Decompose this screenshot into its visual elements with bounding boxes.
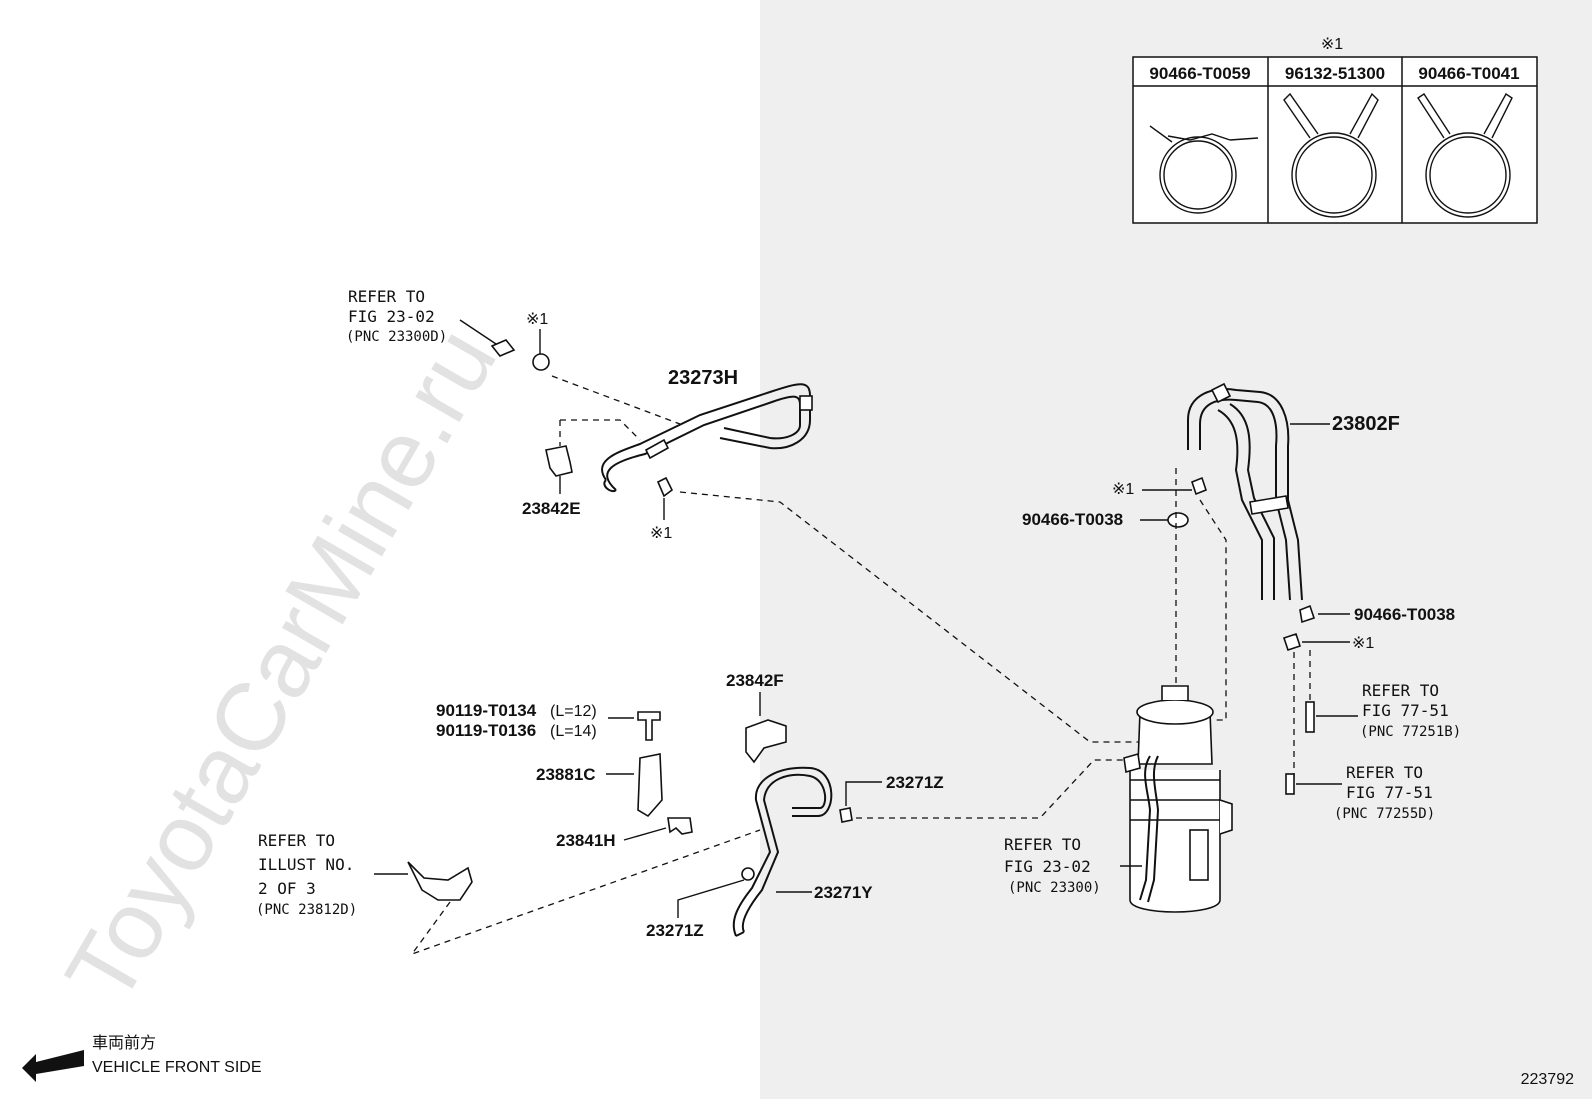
part-90119-T0134: 90119-T0134 bbox=[436, 701, 537, 720]
vehicle-front-en: VEHICLE FRONT SIDE bbox=[92, 1059, 262, 1076]
mark-clamp-1: ※1 bbox=[526, 311, 548, 328]
clamp-icon bbox=[1299, 604, 1316, 624]
pipe-end-icon bbox=[1285, 773, 1295, 795]
part-23881C: 23881C bbox=[536, 765, 596, 784]
pipe-23812D-icon bbox=[407, 861, 473, 901]
part-23842F: 23842F bbox=[726, 671, 784, 690]
ref3-line1: REFER TO bbox=[1346, 763, 1423, 782]
pipe-end-icon bbox=[490, 339, 516, 357]
clamp-23841H-icon bbox=[667, 817, 693, 835]
part-90119-T0136: 90119-T0136 bbox=[436, 721, 536, 740]
ref5-line4: (PNC 23812D) bbox=[256, 902, 357, 918]
clamp-icon bbox=[741, 867, 755, 881]
part-23273H: 23273H bbox=[668, 367, 738, 389]
clamp-icon bbox=[839, 807, 853, 823]
part-23271Z-b: 23271Z bbox=[646, 921, 704, 940]
fuel-filter-canister-icon bbox=[1123, 685, 1233, 913]
clamp-col-2: 96132-51300 bbox=[1285, 64, 1385, 83]
ref5-line1: REFER TO bbox=[258, 831, 335, 850]
ref5-line2: ILLUST NO. bbox=[258, 855, 354, 874]
clamp-col-3: 90466-T0041 bbox=[1418, 64, 1519, 83]
clamp-icon-spring bbox=[1417, 92, 1513, 218]
ref5-line3: 2 OF 3 bbox=[258, 879, 316, 898]
clamp-col-1: 90466-T0059 bbox=[1149, 64, 1250, 83]
pipe-end-icon bbox=[1305, 701, 1315, 733]
part-23841H: 23841H bbox=[556, 831, 616, 850]
hose-23802F bbox=[1187, 382, 1303, 601]
clamp-table: ※1 90466-T0059 96132-51300 90466-T0041 bbox=[1132, 36, 1538, 224]
part-90119-T0136-length: (L=14) bbox=[550, 723, 597, 740]
clamp-icon bbox=[1167, 512, 1189, 528]
clamp-icon bbox=[1282, 632, 1302, 652]
mark-clamp-2: ※1 bbox=[650, 525, 672, 542]
clamp-icon bbox=[656, 476, 674, 498]
ref1-line3: (PNC 23300D) bbox=[346, 329, 447, 345]
clamp-table-note: ※1 bbox=[1321, 36, 1343, 53]
clamp-icon bbox=[1191, 476, 1207, 496]
clamp-icon bbox=[532, 353, 550, 371]
ref2-line1: REFER TO bbox=[1362, 681, 1439, 700]
figure-number: 223792 bbox=[1521, 1071, 1574, 1088]
bolt-icon bbox=[637, 711, 661, 741]
bracket-23842E-icon bbox=[545, 445, 573, 477]
ref1-line2: FIG 23-02 bbox=[348, 307, 435, 326]
part-90119-T0134-length: (L=12) bbox=[550, 703, 597, 720]
part-90466-T0038-a: 90466-T0038 bbox=[1022, 510, 1123, 529]
part-23802F: 23802F bbox=[1332, 413, 1400, 435]
part-23271Z-a: 23271Z bbox=[886, 773, 944, 792]
part-23842E: 23842E bbox=[522, 499, 581, 518]
bracket-23842F-icon bbox=[745, 719, 787, 764]
ref4-line1: REFER TO bbox=[1004, 835, 1081, 854]
ref2-line2: FIG 77-51 bbox=[1362, 701, 1449, 720]
mark-clamp-3: ※1 bbox=[1112, 481, 1134, 498]
part-90466-T0038-b: 90466-T0038 bbox=[1354, 605, 1455, 624]
hose-23271Y bbox=[732, 766, 833, 937]
hose-23273H bbox=[601, 383, 813, 492]
part-23271Y: 23271Y bbox=[814, 883, 873, 902]
bracket-23881C-icon bbox=[637, 753, 663, 818]
ref4-line3: (PNC 23300) bbox=[1008, 880, 1101, 896]
ref3-line2: FIG 77-51 bbox=[1346, 783, 1433, 802]
vehicle-front-jp: 車両前方 bbox=[92, 1034, 156, 1052]
ref4-line2: FIG 23-02 bbox=[1004, 857, 1091, 876]
ref3-line3: (PNC 77255D) bbox=[1334, 806, 1435, 822]
ref1-line1: REFER TO bbox=[348, 287, 425, 306]
mark-clamp-4: ※1 bbox=[1352, 635, 1374, 652]
clamp-icon-pinch bbox=[1283, 92, 1379, 218]
vehicle-front-arrow-icon bbox=[22, 1050, 84, 1082]
clamp-icon-wire bbox=[1149, 125, 1259, 214]
ref2-line3: (PNC 77251B) bbox=[1360, 724, 1461, 740]
